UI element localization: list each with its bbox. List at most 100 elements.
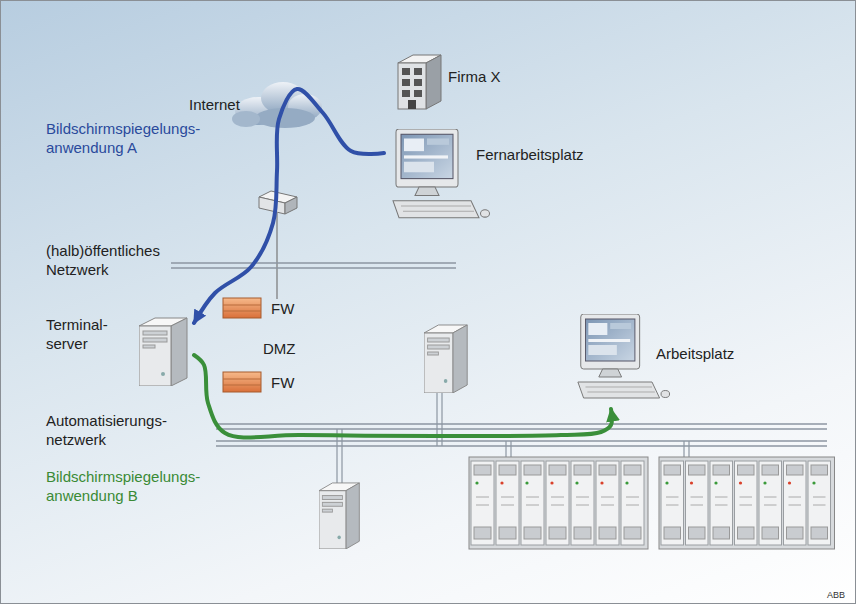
computer-node: Arbeitsplatz bbox=[574, 314, 754, 409]
wire bbox=[510, 441, 511, 459]
wire bbox=[688, 441, 689, 459]
plc-rack bbox=[713, 465, 730, 475]
plc-rack bbox=[788, 481, 791, 484]
plc-rack bbox=[626, 505, 639, 506]
building-icon bbox=[414, 68, 422, 75]
node-label: Internet bbox=[189, 95, 240, 114]
plc-rack bbox=[475, 481, 478, 484]
router-icon bbox=[276, 213, 277, 299]
plc-rack bbox=[740, 497, 753, 498]
plc-rack bbox=[499, 527, 516, 539]
plc-rack bbox=[813, 497, 826, 498]
plc-rack bbox=[714, 481, 717, 484]
plc-rack bbox=[738, 527, 755, 539]
plc-rack bbox=[665, 481, 668, 484]
network-line bbox=[171, 267, 456, 269]
plc-rack bbox=[813, 505, 826, 506]
firewall-icon bbox=[223, 372, 261, 392]
plc-rack bbox=[549, 465, 566, 475]
plc-rack bbox=[500, 481, 503, 484]
building-icon bbox=[408, 100, 416, 109]
building-icon bbox=[402, 90, 410, 97]
plc-rack bbox=[601, 497, 614, 498]
firewall-icon bbox=[223, 379, 261, 380]
plc-rack bbox=[469, 457, 835, 549]
plc-rack bbox=[690, 481, 693, 484]
plc-rack bbox=[812, 481, 815, 484]
plc-rack bbox=[735, 461, 758, 545]
plc-rack bbox=[574, 527, 591, 539]
plc-rack bbox=[784, 461, 807, 545]
plc-rack bbox=[599, 465, 616, 475]
building-icon bbox=[398, 55, 441, 109]
building-icon bbox=[414, 79, 422, 86]
plc-rack bbox=[474, 465, 491, 475]
plc-rack bbox=[471, 461, 494, 545]
workstation-icon bbox=[578, 314, 670, 398]
plc-rack bbox=[715, 497, 728, 498]
firewall-icon bbox=[223, 298, 261, 318]
plc-rack bbox=[664, 465, 681, 475]
firewall-icon bbox=[223, 385, 261, 386]
plc-rack bbox=[550, 481, 553, 484]
plc-rack bbox=[596, 461, 619, 545]
plc-rack bbox=[710, 461, 733, 545]
plc-rack bbox=[739, 481, 742, 484]
plc-rack bbox=[501, 505, 514, 506]
plc-rack bbox=[551, 497, 564, 498]
plc-rack bbox=[476, 497, 489, 498]
plc-rack bbox=[691, 505, 704, 506]
plc-rack bbox=[689, 527, 706, 539]
internet-cloud bbox=[232, 111, 260, 127]
server-icon bbox=[319, 483, 359, 549]
plc-rack bbox=[551, 505, 564, 506]
building-icon bbox=[398, 63, 426, 109]
plc-rack bbox=[789, 505, 802, 506]
plc-rack bbox=[599, 527, 616, 539]
plc-rack bbox=[525, 481, 528, 484]
cloud-node: Internet bbox=[186, 79, 326, 129]
plc-rack bbox=[469, 457, 648, 549]
plc-rack bbox=[789, 497, 802, 498]
connector-arrow bbox=[194, 89, 384, 323]
plc-rack bbox=[811, 465, 828, 475]
node-label: FW bbox=[271, 373, 294, 392]
plc-rack bbox=[764, 505, 777, 506]
plc-rack bbox=[571, 461, 594, 545]
network-line bbox=[216, 440, 827, 442]
plc-rack bbox=[762, 527, 779, 539]
wire bbox=[683, 441, 684, 459]
firewall-node: FW bbox=[221, 369, 298, 396]
plc-rack bbox=[787, 527, 804, 539]
plc-rack bbox=[601, 505, 614, 506]
wire bbox=[337, 393, 689, 483]
network-line bbox=[216, 428, 827, 430]
plc-rack bbox=[476, 505, 489, 506]
plc-rack bbox=[576, 497, 589, 498]
building-node: Firma X bbox=[393, 53, 513, 111]
wire bbox=[505, 441, 506, 459]
watermark: ABB bbox=[827, 590, 845, 601]
plc-rack bbox=[808, 461, 831, 545]
plc-rack bbox=[759, 461, 782, 545]
network-label: Automatisierungs- netzwerk bbox=[46, 411, 196, 449]
internet-cloud bbox=[255, 108, 315, 128]
plc-rack bbox=[764, 497, 777, 498]
node-label: FW bbox=[271, 299, 294, 318]
plc-rack bbox=[686, 461, 709, 545]
router-icon bbox=[259, 197, 285, 214]
network-line bbox=[216, 445, 827, 447]
plc-rack bbox=[576, 505, 589, 506]
plc-rack bbox=[625, 481, 628, 484]
network-label: (halb)öffentliches Netzwerk bbox=[46, 241, 196, 279]
plc-rack bbox=[526, 497, 539, 498]
plc-rack bbox=[549, 527, 566, 539]
plc-rack bbox=[713, 527, 730, 539]
building-icon bbox=[402, 79, 410, 86]
plc-rack bbox=[691, 497, 704, 498]
connector-arrow bbox=[194, 355, 612, 438]
network-line bbox=[216, 423, 827, 425]
zone-label: DMZ bbox=[263, 339, 296, 358]
node-label: Fernarbeitsplatz bbox=[476, 145, 584, 164]
